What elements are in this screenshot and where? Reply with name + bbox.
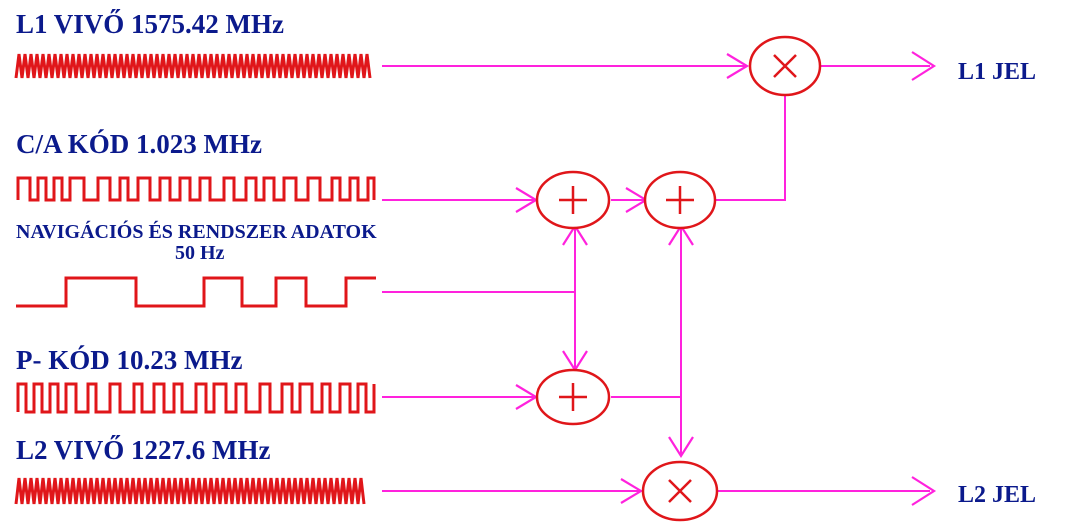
plus-icon [559, 383, 587, 411]
l2-carrier-label: L2 VIVŐ 1227.6 MHz [16, 434, 271, 465]
p-code-waveform [16, 382, 376, 414]
nav-data-rate-label: 50 Hz [175, 242, 225, 264]
nav-data-waveform [16, 276, 376, 308]
l1-carrier-label: L1 VIVŐ 1575.42 MHz [16, 8, 284, 39]
adder-ca-nav [535, 170, 611, 230]
l1-output-label: L1 JEL [958, 59, 1036, 85]
adder-p-nav [535, 368, 611, 426]
l1-modulation-wire [715, 96, 786, 201]
multiplier-l1 [748, 35, 822, 97]
multiply-icon [668, 479, 692, 503]
arrowhead-l2-mixer [620, 478, 644, 504]
arrowheads [515, 51, 937, 506]
multiply-icon [773, 54, 797, 78]
arrowhead-l1-output [911, 51, 937, 81]
plus-icon [559, 186, 587, 214]
nav-data-label: NAVIGÁCIÓS ÉS RENDSZER ADATOK [16, 219, 377, 243]
arrowhead-p-down [668, 436, 694, 459]
multiplier-l2 [641, 460, 719, 522]
signal-wires [382, 65, 930, 492]
ca-code-waveform [16, 176, 376, 202]
adder-ca-p [643, 170, 717, 230]
ca-code-label: C/A KÓD 1.023 MHz [16, 129, 262, 159]
p-code-label: P- KÓD 10.23 MHz [16, 345, 242, 375]
l2-carrier-waveform [14, 477, 366, 505]
arrowhead-l1-mixer [726, 53, 750, 79]
l2-output-label: L2 JEL [958, 482, 1036, 508]
arrowhead-l2-output [911, 476, 937, 506]
l1-carrier-waveform [14, 53, 372, 79]
plus-icon [666, 186, 694, 214]
